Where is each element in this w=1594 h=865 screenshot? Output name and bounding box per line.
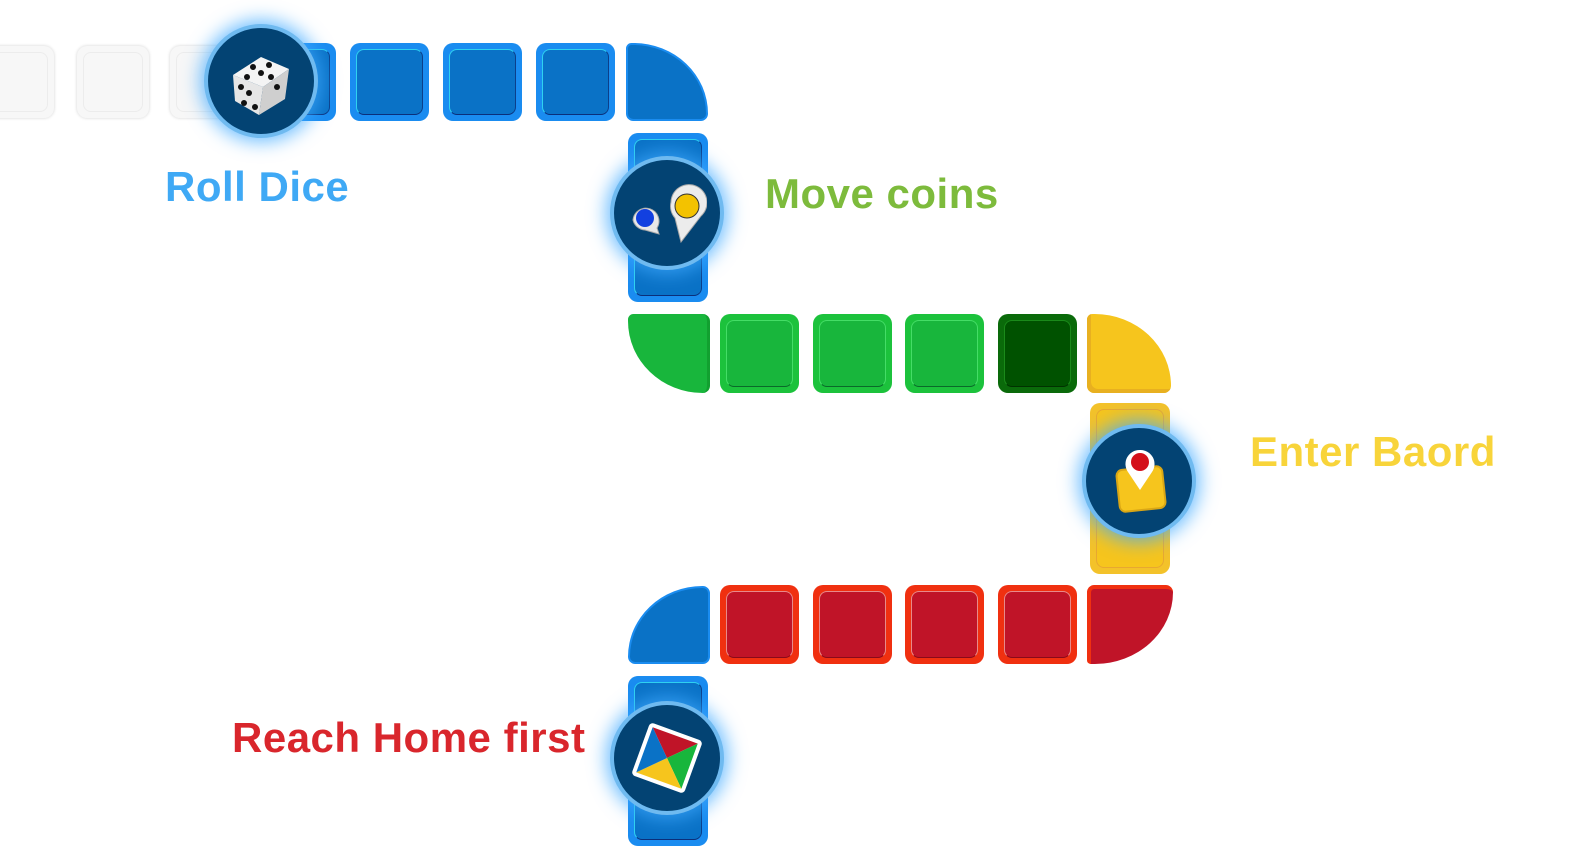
step-label-enter-board: Enter Baord xyxy=(1250,428,1496,475)
path-tile-red xyxy=(998,585,1077,664)
path-tile-blue xyxy=(350,43,429,121)
path-tile-green xyxy=(905,314,984,393)
path-corner-yellow xyxy=(1087,314,1171,393)
path-corner-red xyxy=(1087,585,1173,664)
path-tile-empty xyxy=(77,46,149,118)
path-tile-green xyxy=(720,314,799,393)
board-pin-icon xyxy=(1115,449,1167,513)
path-tile-empty xyxy=(0,46,54,118)
ludo-home-icon xyxy=(632,723,702,793)
step-label-reach-home: Reach Home first xyxy=(232,714,586,761)
path-tile-green-dark xyxy=(998,314,1077,393)
path-corner-blue xyxy=(628,586,710,664)
step-badge-enter-board xyxy=(1086,428,1192,534)
path-corner-green xyxy=(628,314,710,393)
step-badge-reach-home xyxy=(614,705,720,811)
map-pins-icon xyxy=(632,184,707,244)
path-tile-red xyxy=(905,585,984,664)
path-tile-blue xyxy=(443,43,522,121)
step-label-move-coins: Move coins xyxy=(765,170,999,217)
step-label-roll-dice: Roll Dice xyxy=(165,163,350,210)
step-badge-roll-dice xyxy=(208,28,314,134)
path-corner-blue xyxy=(626,43,708,121)
path-tile-blue xyxy=(536,43,615,121)
path-tile-red xyxy=(720,585,799,664)
step-badge-move-coins xyxy=(614,160,720,266)
path-tile-green xyxy=(813,314,892,393)
dice-icon xyxy=(233,57,289,115)
path-tile-red xyxy=(813,585,892,664)
